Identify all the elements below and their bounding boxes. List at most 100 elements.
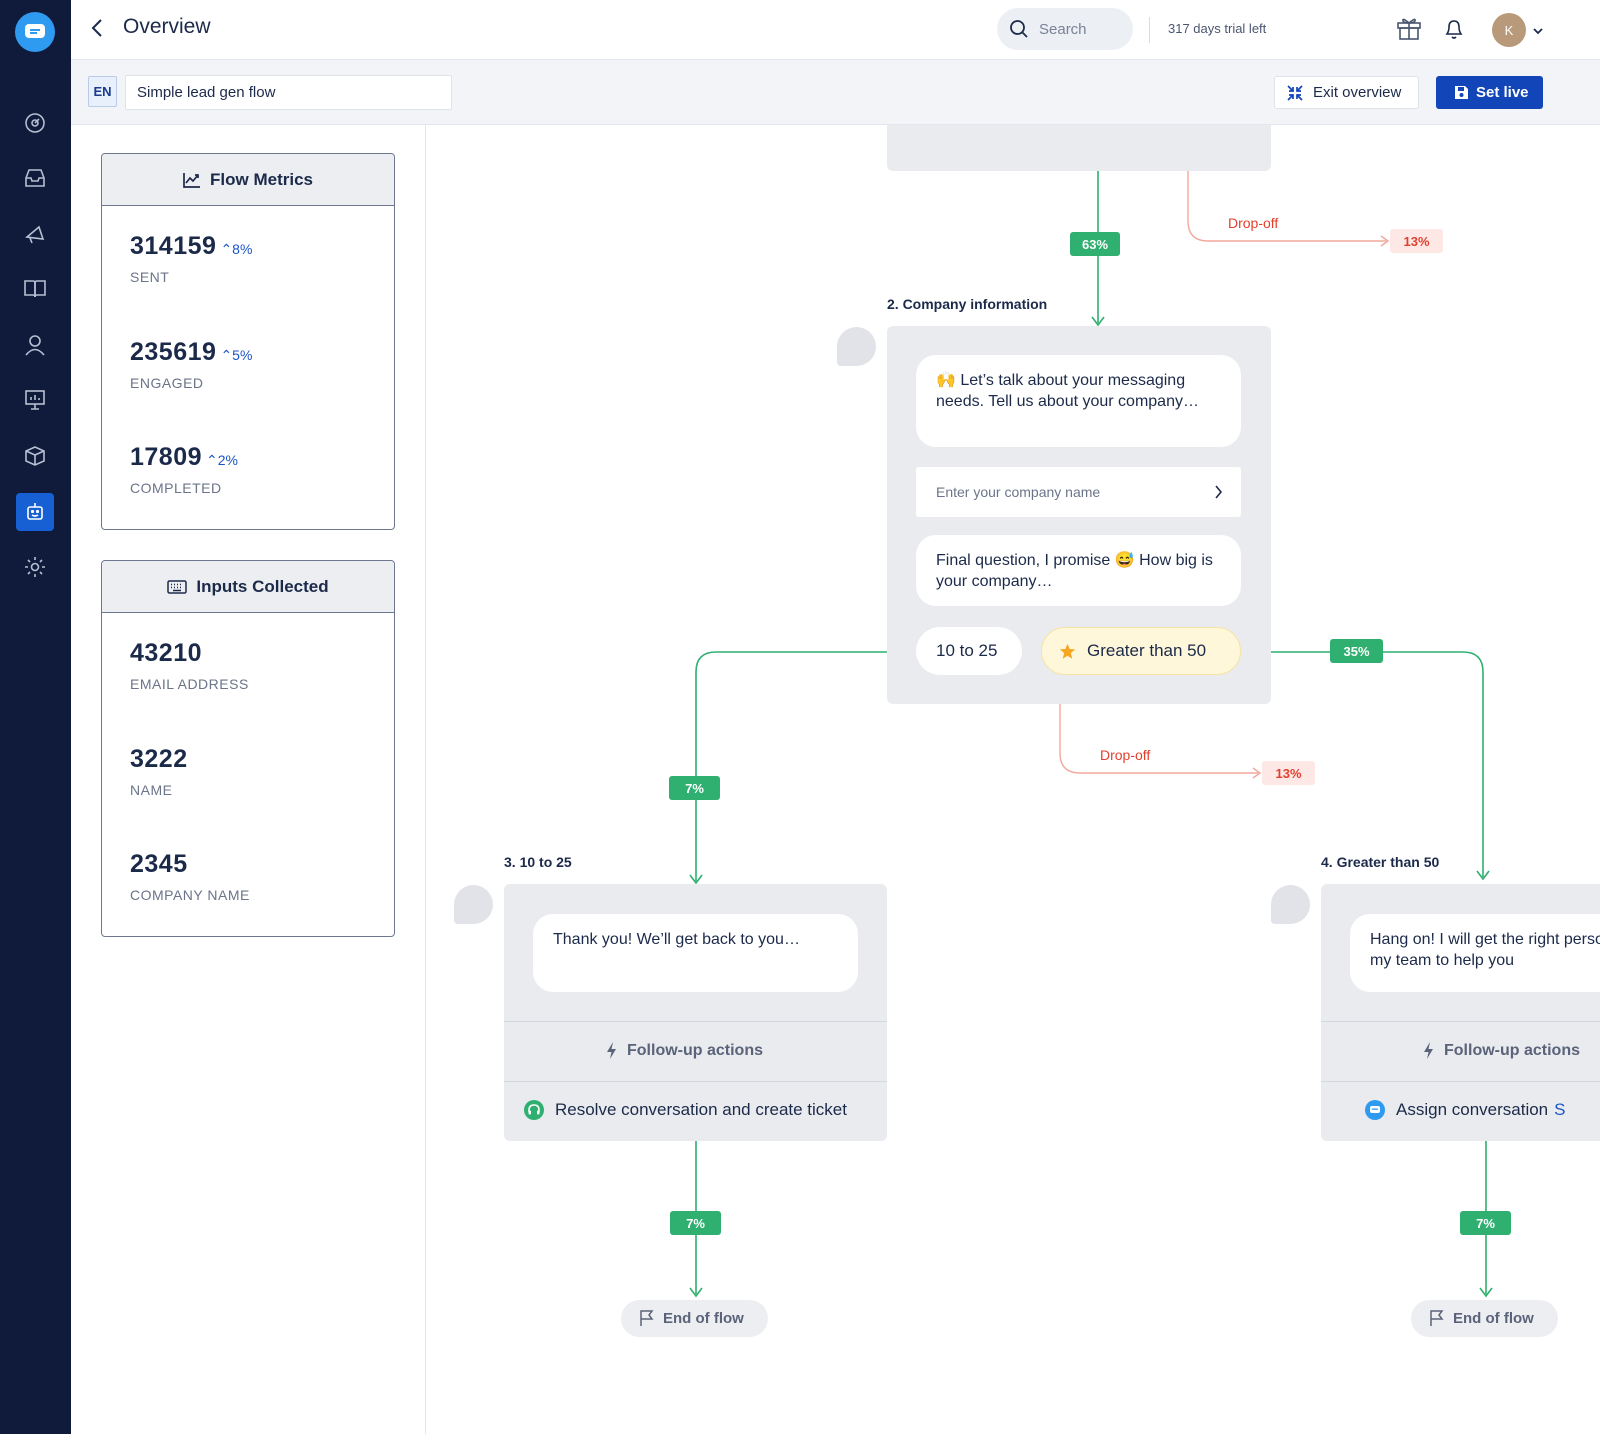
reports-icon[interactable]: [16, 381, 54, 419]
action-label: Resolve conversation and create ticket: [555, 1100, 847, 1119]
metric-completed: 17809⌃2% COMPLETED: [130, 443, 238, 496]
divider: [1321, 1081, 1600, 1082]
input-label: EMAIL ADDRESS: [130, 676, 249, 692]
inputs-collected-header: Inputs Collected: [102, 561, 394, 613]
end-of-flow-label: End of flow: [663, 1310, 744, 1327]
headset-icon: [524, 1100, 544, 1120]
contacts-icon[interactable]: [16, 326, 54, 364]
megaphone-icon[interactable]: [16, 215, 54, 253]
chevron-right-icon[interactable]: [1214, 485, 1223, 499]
set-live-label: Set live: [1476, 84, 1529, 101]
chevron-down-icon[interactable]: [1532, 23, 1544, 41]
top-header: Overview Search 317 days trial left K: [71, 0, 1600, 60]
conversion-pill: 7%: [670, 1211, 721, 1235]
inputs-collected-card: Inputs Collected 43210 EMAIL ADDRESS 322…: [101, 560, 395, 937]
search-input[interactable]: Search: [997, 8, 1133, 50]
bolt-icon: [1424, 1042, 1433, 1059]
input-label: COMPANY NAME: [130, 887, 250, 903]
dashboard-icon[interactable]: [16, 104, 54, 142]
dropoff-label: Drop-off: [1228, 215, 1279, 231]
divider: [504, 1081, 887, 1082]
chart-line-icon: [183, 172, 201, 188]
metric-engaged: 235619⌃5% ENGAGED: [130, 338, 252, 391]
left-nav-rail: [0, 0, 71, 1434]
input-value: 3222: [130, 745, 188, 773]
end-of-flow: End of flow: [1411, 1300, 1558, 1337]
metric-label: COMPLETED: [130, 480, 222, 496]
language-badge[interactable]: EN: [88, 76, 117, 107]
message-bubble: Thank you! We’ll get back to you…: [533, 914, 858, 992]
flow-metrics-header: Flow Metrics: [102, 154, 394, 206]
end-of-flow: End of flow: [621, 1300, 768, 1337]
input-name: 3222 NAME: [130, 745, 188, 798]
message-bubble: Hang on! I will get the right person fro…: [1350, 914, 1600, 992]
follow-up-actions-header[interactable]: Follow-up actions: [1422, 1041, 1580, 1060]
book-icon[interactable]: [16, 270, 54, 308]
step-2-title: 2. Company information: [887, 296, 1048, 312]
input-value: 43210: [130, 639, 203, 667]
end-of-flow-label: End of flow: [1453, 1310, 1534, 1327]
metric-value: 235619: [130, 338, 217, 366]
metric-delta: ⌃8%: [220, 241, 253, 257]
follow-up-actions-header[interactable]: Follow-up actions: [605, 1041, 763, 1060]
header-divider: [1149, 17, 1150, 43]
metric-sent: 314159⌃8% SENT: [130, 232, 252, 285]
bolt-icon: [607, 1042, 616, 1059]
bot-avatar-placeholder: [837, 327, 876, 366]
inputs-collected-title: Inputs Collected: [196, 576, 329, 596]
metric-delta: ⌃5%: [220, 347, 253, 363]
avatar[interactable]: K: [1492, 13, 1526, 47]
step-3-title: 3. 10 to 25: [504, 854, 572, 870]
bot-avatar-placeholder: [454, 885, 493, 924]
option-label: Greater than 50: [1087, 641, 1207, 660]
conversion-pill: 35%: [1330, 639, 1383, 663]
set-live-button[interactable]: Set live: [1436, 76, 1543, 109]
flow-metrics-card: Flow Metrics 314159⌃8% SENT 235619⌃5% EN…: [101, 153, 395, 530]
bell-icon[interactable]: [1444, 18, 1464, 45]
inbox-icon[interactable]: [16, 159, 54, 197]
bot-icon[interactable]: [16, 493, 54, 531]
resolve-action[interactable]: Resolve conversation and create ticket: [524, 1100, 847, 1120]
metric-value: 17809: [130, 443, 203, 471]
input-company: 2345 COMPANY NAME: [130, 850, 250, 903]
company-name-input[interactable]: Enter your company name: [916, 467, 1241, 517]
assign-action[interactable]: Assign conversation S: [1365, 1100, 1565, 1120]
keyboard-icon: [167, 579, 188, 594]
action-suffix: S: [1554, 1100, 1566, 1119]
flow-metrics-title: Flow Metrics: [210, 169, 313, 189]
flag-icon: [1430, 1310, 1444, 1326]
follow-up-label: Follow-up actions: [1444, 1041, 1580, 1059]
app-logo-icon[interactable]: [15, 12, 55, 52]
company-name-placeholder: Enter your company name: [936, 484, 1101, 500]
flow-connectors: [689, 171, 1493, 1298]
search-placeholder: Search: [1039, 20, 1087, 38]
input-label: NAME: [130, 782, 173, 798]
settings-gear-icon[interactable]: [16, 548, 54, 586]
metric-label: ENGAGED: [130, 375, 204, 391]
trial-status: 317 days trial left: [1168, 21, 1267, 36]
flow-name-field[interactable]: Simple lead gen flow: [125, 75, 452, 110]
reply-option-greater-than-50[interactable]: Greater than 50: [1041, 627, 1241, 675]
flow-toolbar: EN Simple lead gen flow Exit overview Se…: [71, 60, 1600, 125]
divider: [504, 1021, 887, 1022]
gift-icon[interactable]: [1396, 15, 1422, 46]
bot-avatar-placeholder: [1271, 885, 1310, 924]
apps-box-icon[interactable]: [16, 437, 54, 475]
metric-value: 314159: [130, 232, 217, 260]
input-value: 2345: [130, 850, 188, 878]
reply-option-10-to-25[interactable]: 10 to 25: [916, 627, 1022, 675]
conversion-pill: 63%: [1070, 232, 1120, 256]
chat-bubble-icon: [1365, 1100, 1385, 1120]
flag-icon: [640, 1310, 654, 1326]
flow-canvas[interactable]: 63% Drop-off 13% 2. Company information …: [426, 125, 1600, 1434]
metrics-panel: Flow Metrics 314159⌃8% SENT 235619⌃5% EN…: [71, 125, 426, 1434]
divider: [1321, 1021, 1600, 1022]
step-1-node[interactable]: [887, 125, 1271, 171]
conversion-pill: 7%: [669, 776, 720, 800]
dropoff-pill: 13%: [1390, 229, 1443, 253]
exit-overview-button[interactable]: Exit overview: [1274, 76, 1419, 109]
page-title: Overview: [123, 15, 211, 38]
metric-label: SENT: [130, 269, 170, 285]
search-icon: [1010, 20, 1028, 38]
back-arrow-icon[interactable]: [85, 14, 109, 42]
